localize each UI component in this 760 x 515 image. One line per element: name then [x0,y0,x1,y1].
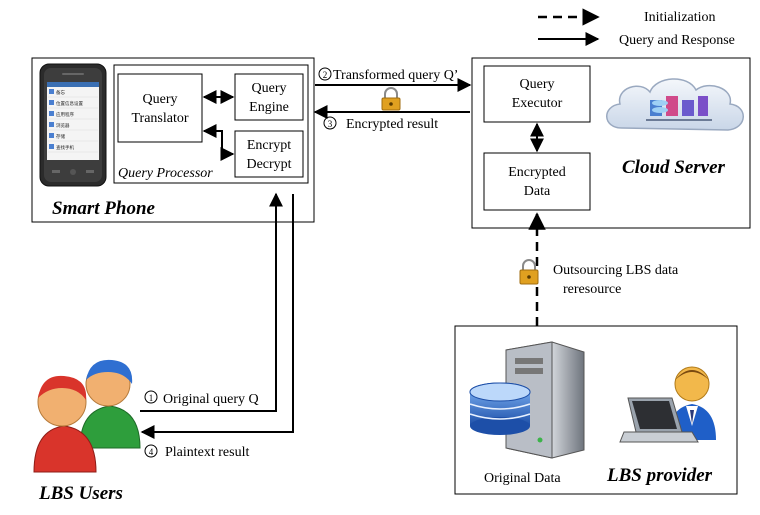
step3-marker [323,116,337,130]
database-server-icon [469,341,585,459]
user-phone-flows: 1 Original query Q 4 Plaintext result [140,192,294,460]
query-engine-line2: Engine [249,100,289,115]
lbs-users-icon [33,359,141,473]
step1-label: Original query Q [163,392,259,407]
lbs-provider-block: Original Data LBS provider [454,325,738,495]
original-data-label: Original Data [484,471,561,486]
query-executor-box [483,65,591,123]
phone-menu-item-label: 备忘 [56,89,65,96]
encrypt-decrypt-line2: Decrypt [246,157,291,172]
step2-label: Transformed query Q’ [333,68,458,83]
lock-icon-outsourcing [519,259,539,285]
phone-menu-item-icon [49,144,54,149]
phone-menu-item-label: 存储 [56,133,65,140]
outsourcing-label-line1: Outsourcing LBS data [553,263,679,278]
phone-menu-item-icon [49,100,54,105]
step3-label: Encrypted result [346,117,438,132]
encrypted-data-box [483,152,591,211]
step1-number: 1 [149,393,154,403]
cloud-server-label: Cloud Server [622,157,726,178]
query-executor-line2: Executor [512,96,563,111]
query-engine-box [234,73,304,121]
lbs-users-label: LBS Users [38,483,123,504]
query-processor-label: Query Processor [118,166,213,181]
phone-menu-item-icon [49,111,54,116]
phone-menu-item-icon [49,133,54,138]
outsourcing-flow: Outsourcing LBS data reresource [519,212,679,326]
step2-number: 2 [323,70,328,80]
step2-marker [318,67,332,81]
original-query-arrow [140,192,283,412]
outsourcing-label-line2: reresource [563,282,621,297]
encrypt-decrypt-box [234,130,304,178]
step3-number: 3 [328,119,333,129]
phone-cloud-flows: 2 Transformed query Q’ 3 Encrypted resul… [313,67,472,132]
query-executor-line1: Query [520,77,555,92]
query-translator-line1: Query [143,92,178,107]
lbs-provider-label: LBS provider [606,465,713,486]
step4-marker [144,444,158,458]
phone-menu-item-label: 浏览器 [56,122,70,129]
plaintext-result-arrow [140,194,294,439]
encrypt-decrypt-line1: Encrypt [247,138,291,153]
lock-icon [381,87,401,111]
translator-encrypt-arrow [202,124,235,161]
legend-query-response-label: Query and Response [619,33,735,48]
cloud-server-block: Query Executor Encrypted Data Cloud Serv… [471,57,751,229]
step1-marker [144,390,158,404]
provider-person-icon [619,366,716,443]
query-engine-line1: Query [252,81,287,96]
step4-label: Plaintext result [165,445,249,460]
phone-menu-item-icon [49,122,54,127]
legend: Initialization Query and Response [538,8,735,48]
encrypted-data-line1: Encrypted [508,165,566,180]
legend-initialization-label: Initialization [644,10,716,25]
phone-menu-item-icon [49,89,54,94]
step4-number: 4 [149,447,154,457]
phone-menu-item-label: 查找手机 [56,144,74,151]
query-translator-box [117,73,203,143]
cloud-icon [606,78,744,131]
smart-phone-label: Smart Phone [52,198,156,219]
query-translator-line2: Translator [131,111,188,126]
phone-menu-item-label: 应用程序 [56,111,74,118]
encrypted-data-line2: Data [524,184,551,199]
phone-menu-item-label: 位置信息设置 [56,100,83,107]
